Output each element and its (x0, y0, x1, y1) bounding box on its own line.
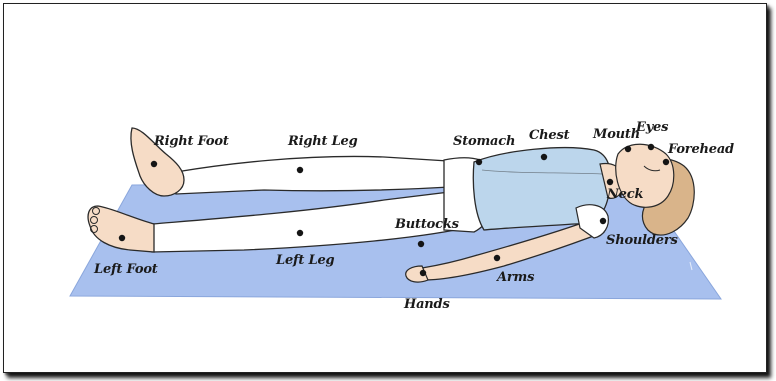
label-right-leg: Right Leg (288, 134, 358, 149)
point-forehead (663, 159, 669, 165)
label-chest: Chest (529, 128, 569, 143)
point-neck (607, 179, 613, 185)
point-chest (541, 154, 547, 160)
label-right-foot: Right Foot (154, 134, 229, 149)
point-hands (420, 270, 426, 276)
label-left-leg: Left Leg (276, 253, 334, 268)
point-stomach (476, 159, 482, 165)
label-mouth: Mouth (593, 127, 640, 142)
label-hands: Hands (404, 297, 450, 312)
diagram-frame: Right Foot Right Leg Stomach Chest Mouth… (3, 3, 767, 373)
label-eyes: Eyes (636, 120, 668, 135)
point-eyes (648, 144, 654, 150)
label-stomach: Stomach (453, 134, 515, 149)
label-arms: Arms (497, 270, 534, 285)
label-buttocks: Buttocks (395, 217, 459, 232)
right-leg-shape (176, 156, 466, 194)
point-left-foot (119, 235, 125, 241)
label-left-foot: Left Foot (94, 262, 158, 277)
point-shoulders (600, 218, 606, 224)
point-mouth (625, 146, 631, 152)
point-left-leg (297, 230, 303, 236)
label-shoulders: Shoulders (606, 233, 678, 248)
point-arms (494, 255, 500, 261)
point-right-foot (151, 161, 157, 167)
point-right-leg (297, 167, 303, 173)
body-illustration (4, 4, 766, 372)
label-forehead: Forehead (668, 142, 734, 157)
label-neck: Neck (607, 187, 643, 202)
point-buttocks (418, 241, 424, 247)
